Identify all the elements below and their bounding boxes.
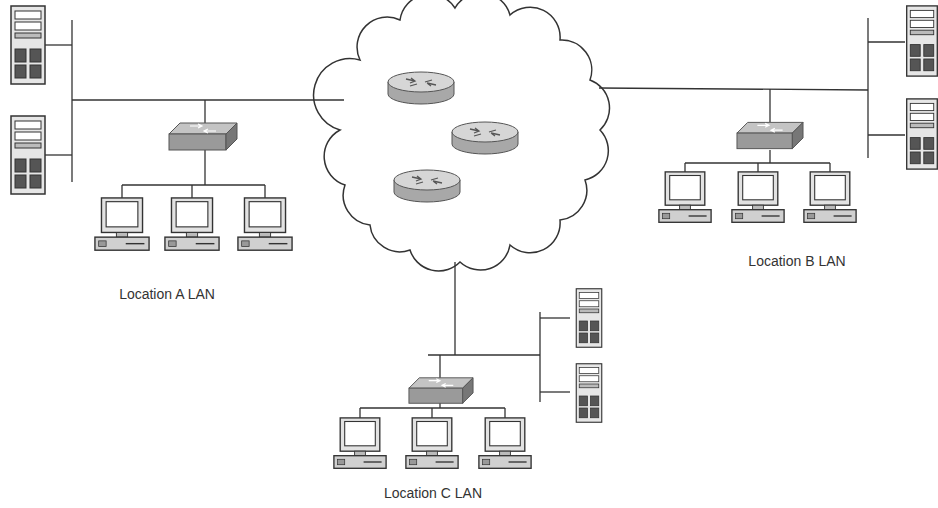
location-label: Location C LAN [382, 485, 484, 501]
location-label: Location A LAN [117, 286, 217, 302]
location-label: Location B LAN [746, 253, 847, 269]
